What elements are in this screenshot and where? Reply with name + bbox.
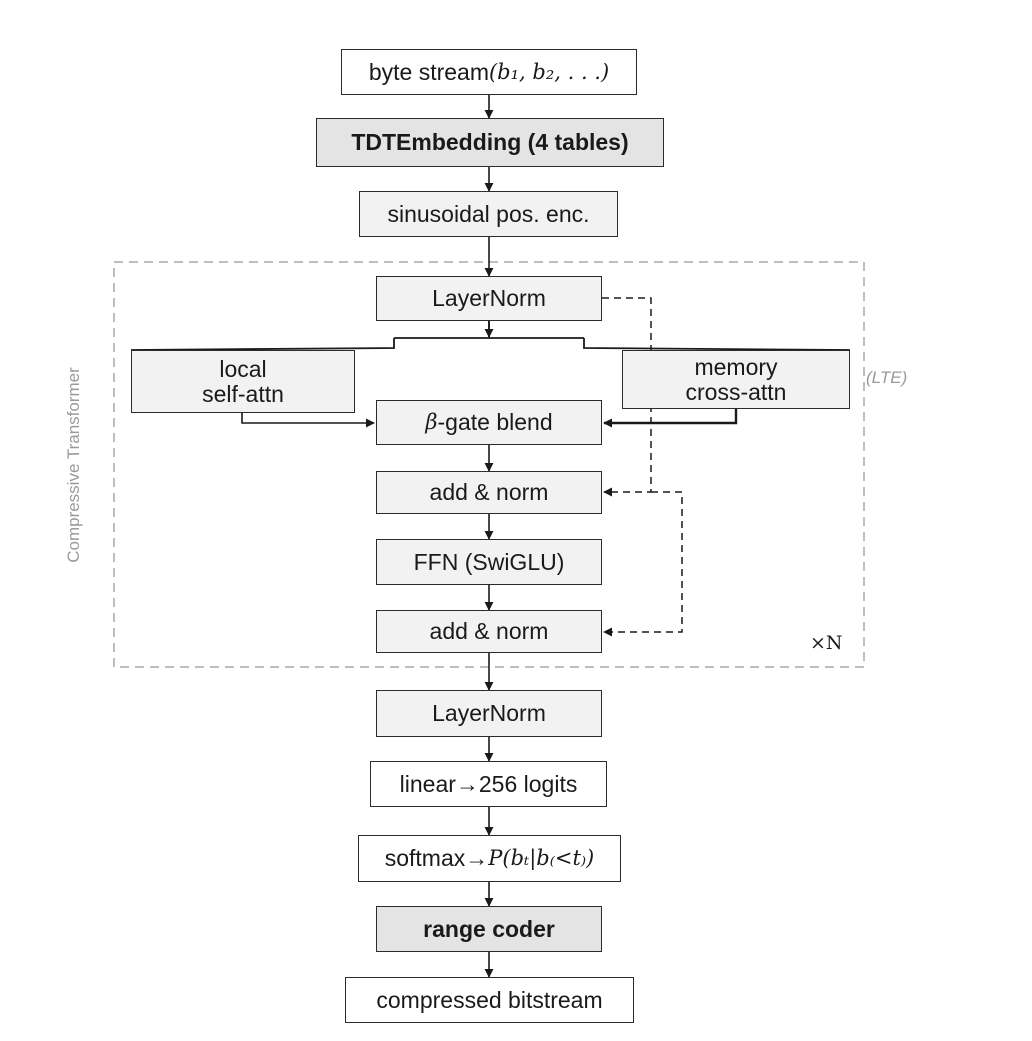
add-norm-1-node: add & norm	[376, 471, 602, 514]
positional-encoding-label: sinusoidal pos. enc.	[387, 200, 590, 227]
layernorm-input-label: LayerNorm	[432, 285, 546, 311]
tdt-embedding-node: TDTEmbedding (4 tables)	[316, 118, 664, 167]
linear-logits-node: linear→256 logits	[370, 761, 607, 807]
positional-encoding-node: sinusoidal pos. enc.	[359, 191, 618, 237]
byte-stream-label: byte stream	[368, 58, 489, 85]
gate-blend-node: β-gate blend	[376, 400, 602, 445]
residual-dashed-2	[603, 491, 683, 637]
range-coder-node: range coder	[376, 906, 602, 952]
gate-blend-math: β	[425, 410, 438, 434]
softmax-label: softmax→	[384, 845, 489, 871]
linear-logits-label: linear→256 logits	[399, 770, 578, 797]
local-self-attn-label: local self-attn	[202, 355, 284, 407]
compressed-bitstream-label: compressed bitstream	[376, 986, 603, 1013]
local-self-attn-node: local self-attn	[131, 350, 355, 413]
range-coder-label: range coder	[423, 915, 555, 942]
add-norm-2-label: add & norm	[429, 618, 549, 644]
compressed-bitstream-node: compressed bitstream	[345, 977, 634, 1023]
memory-cross-attn-label: memory cross-attn	[685, 353, 787, 405]
lte-label: (LTE)	[866, 368, 908, 387]
arrow-local-to-gate	[241, 413, 375, 428]
tdt-embedding-label: TDTEmbedding (4 tables)	[351, 129, 629, 155]
repeat-n-label: ×N	[810, 632, 843, 654]
byte-stream-math: (b₁, b₂, . . .)	[488, 59, 610, 84]
add-norm-1-label: add & norm	[429, 479, 549, 505]
compressive-transformer-label: Compressive Transformer	[64, 367, 83, 563]
softmax-node: softmax→P(bₜ|b₍<t₎)	[358, 835, 621, 882]
arrow-memory-to-gate	[603, 409, 738, 428]
gate-blend-label: -gate blend	[437, 409, 553, 435]
byte-stream-node: byte stream (b₁, b₂, . . .)	[341, 49, 637, 95]
ffn-node: FFN (SwiGLU)	[376, 539, 602, 585]
layernorm-input-node: LayerNorm	[376, 276, 602, 321]
layernorm-output-label: LayerNorm	[432, 700, 546, 726]
softmax-math: P(bₜ|b₍<t₎)	[488, 846, 595, 870]
split-connector	[130, 321, 851, 351]
ffn-label: FFN (SwiGLU)	[413, 548, 565, 575]
memory-cross-attn-node: memory cross-attn	[622, 350, 850, 409]
layernorm-output-node: LayerNorm	[376, 690, 602, 737]
add-norm-2-node: add & norm	[376, 610, 602, 653]
